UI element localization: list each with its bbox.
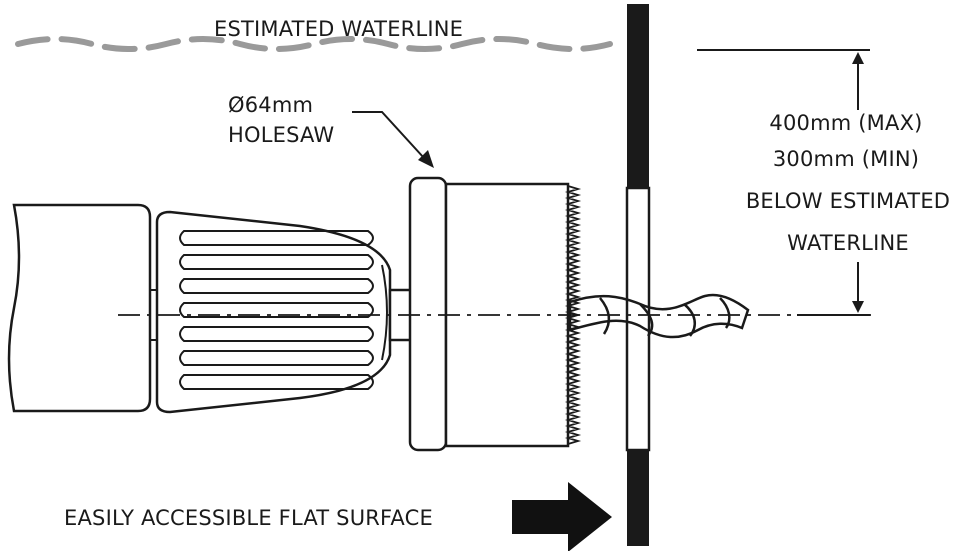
depth-max-label: 400mm (MAX): [769, 111, 923, 135]
chuck-rib: [179, 278, 374, 294]
wall-surface: [625, 4, 651, 546]
holesaw-size-label: Ø64mm: [228, 93, 314, 117]
holesaw-type-label: HOLESAW: [228, 123, 335, 147]
chuck-grip-ribs: [179, 230, 374, 390]
depth-min-label: 300mm (MIN): [772, 147, 920, 171]
chuck-rib: [179, 374, 374, 390]
pilot-drill-bit: [568, 293, 750, 339]
holesaw-leader-arrow: [352, 111, 434, 168]
chuck-rib: [179, 350, 374, 366]
waterline-dashed-wave: [15, 36, 613, 52]
chuck-rib: [179, 254, 374, 270]
drill-chuck: [155, 210, 392, 414]
waterline-label: ESTIMATED WATERLINE: [214, 17, 464, 41]
holesaw-arbor-plate: [408, 176, 448, 452]
depth-reference-label-2: WATERLINE: [787, 231, 909, 255]
depth-reference-label-1: BELOW ESTIMATED: [745, 189, 951, 213]
depth-dimension: [697, 49, 870, 316]
chuck-rib: [179, 326, 374, 342]
surface-label: EASILY ACCESSIBLE FLAT SURFACE: [64, 506, 433, 530]
surface-pointer-arrow: [512, 482, 612, 552]
drill-body: [7, 203, 152, 413]
chuck-rib: [179, 230, 374, 246]
chuck-rib: [179, 302, 374, 318]
